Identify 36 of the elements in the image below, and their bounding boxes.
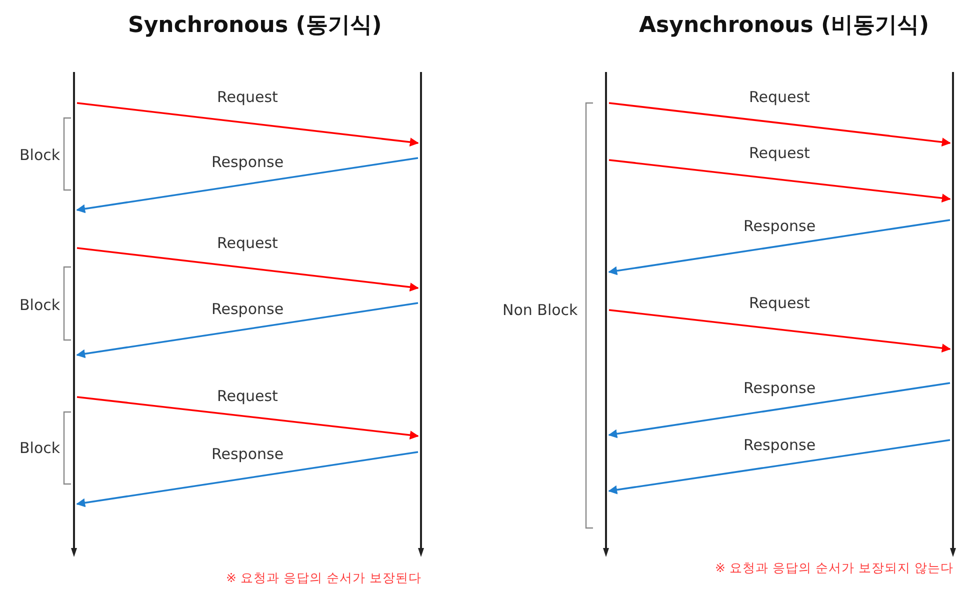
bracket-label: Block: [20, 296, 60, 314]
bracket-label: Block: [20, 439, 60, 457]
edge-label: Request: [747, 144, 812, 162]
arrow: [608, 102, 951, 147]
panel-title: Synchronous (동기식): [128, 13, 382, 39]
panel-title: Asynchronous (비동기식): [639, 13, 930, 39]
arrow: [76, 302, 418, 358]
edge-label: Response: [210, 153, 286, 171]
edge-label: Request: [747, 294, 812, 312]
arrow: [76, 102, 419, 147]
timeline-arrow: [71, 72, 77, 557]
bracket-label: Block: [20, 146, 60, 164]
arrow: [76, 157, 418, 214]
edge-label: Response: [742, 217, 818, 235]
arrow: [76, 451, 418, 508]
edge-label: Request: [215, 387, 280, 405]
timeline-arrow: [950, 72, 956, 557]
bracket-label: Non Block: [502, 301, 578, 319]
arrow: [76, 396, 419, 440]
edge-label: Response: [210, 445, 286, 463]
arrow: [608, 309, 951, 353]
edge-label: Response: [742, 436, 818, 454]
arrow: [76, 247, 419, 292]
note-text: ※ 요청과 응답의 순서가 보장되지 않는다: [715, 560, 954, 576]
edge-label: Request: [747, 88, 812, 106]
note-text: ※ 요청과 응답의 순서가 보장된다: [226, 570, 422, 586]
edge-label: Request: [215, 88, 280, 106]
arrow: [608, 219, 950, 276]
arrow: [608, 439, 950, 494]
edge-label: Response: [210, 300, 286, 318]
edge-label: Response: [742, 379, 818, 397]
arrow: [608, 382, 950, 438]
timeline-arrow: [603, 72, 609, 557]
arrow: [608, 159, 951, 203]
timeline-arrow: [418, 72, 424, 557]
edge-label: Request: [215, 234, 280, 252]
